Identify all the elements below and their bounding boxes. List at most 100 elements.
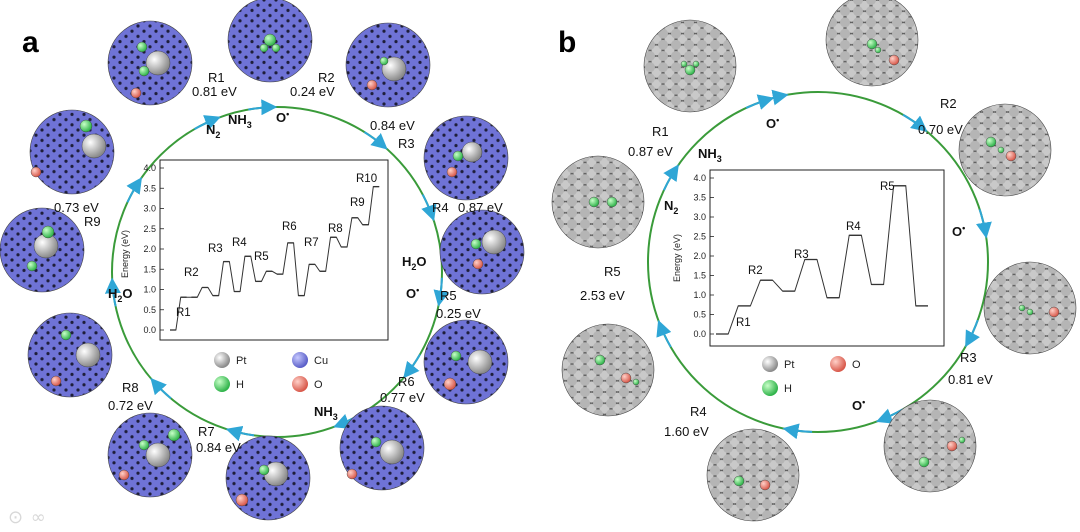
step-energy-a-r8: 0.72 eV	[108, 398, 153, 413]
chart-a-step-label-10: R10	[356, 173, 377, 185]
cycle-arrow-b-7	[656, 319, 672, 348]
chart-b-ytick-label-1: 0.5	[693, 310, 706, 320]
chart-a-ylabel: Energy (eV)	[120, 230, 130, 278]
panel-a: a R1 0.81 eV R2 0.24 eV 0.84 eV R3 R4 0.…	[0, 0, 525, 521]
step-energy-a-r2: 0.24 eV	[290, 84, 335, 99]
panel-b: b R1 0.87 eV R2 0.70 eV R3 0.81 eV R4 1.…	[551, 0, 1077, 522]
chart-a-ytick-label-4: 2.0	[143, 244, 156, 254]
structure-disc-b-7	[561, 323, 655, 417]
legend-a-o: O	[314, 379, 323, 391]
legend-a-pt-dot	[214, 352, 230, 368]
step-label-b-r1: R1	[652, 124, 669, 139]
mol-b-o-top: O•	[766, 115, 779, 131]
structure-disc-b-2	[825, 0, 919, 87]
mol-a-nh3-bottom: NH3	[314, 404, 338, 422]
chart-a-ytick-label-8: 4.0	[143, 163, 156, 173]
step-label-a-r2: R2	[318, 70, 335, 85]
step-energy-a-r3: 0.84 eV	[370, 118, 415, 133]
chart-b-profile	[716, 185, 928, 335]
structure-disc-a-1	[107, 20, 193, 106]
structure-discs-a	[0, 0, 525, 521]
chart-b-ytick-label-4: 2.0	[693, 251, 706, 261]
cycle-arrow-a-10	[126, 177, 142, 203]
chart-a-ytick-label-6: 3.0	[143, 204, 156, 214]
cycle-arrow-a-8	[150, 377, 172, 400]
cycle-arrow-b-9	[745, 94, 775, 110]
legend-b-h-dot	[762, 380, 778, 396]
step-energy-a-r9: 0.73 eV	[54, 200, 99, 215]
panel-b-letter: b	[558, 26, 576, 59]
legend-a-pt: Pt	[236, 355, 246, 367]
chart-a-ytick-label-2: 1.0	[143, 285, 156, 295]
step-energy-a-r4: 0.87 eV	[458, 200, 503, 215]
cycle-arrow-b-4	[965, 319, 980, 348]
structure-disc-a-12	[29, 109, 115, 195]
structure-disc-b-3	[958, 103, 1052, 197]
step-label-a-r4: R4	[432, 200, 449, 215]
chart-b-ytick-label-5: 2.5	[693, 232, 706, 242]
chart-b-ytick-label-8: 4.0	[693, 173, 706, 183]
chart-b-step-label-2: R2	[748, 265, 763, 277]
step-label-a-r8: R8	[122, 380, 139, 395]
step-label-a-r5: R5	[440, 288, 457, 303]
structure-disc-a-11	[0, 207, 85, 293]
legend-a-cu-dot	[292, 352, 308, 368]
cycle-arrow-b-6	[782, 423, 813, 440]
cycle-arrow-a-9	[104, 277, 121, 307]
step-energy-b-r3: 0.81 eV	[948, 372, 993, 387]
structure-disc-a-9	[107, 412, 193, 498]
chart-a-step-label-4: R4	[232, 237, 247, 249]
step-energy-b-r4: 1.60 eV	[664, 424, 709, 439]
mol-b-n2: N2	[664, 198, 678, 216]
chart-a-step-label-3: R3	[208, 243, 223, 255]
step-label-a-r3: R3	[398, 136, 415, 151]
chart-a-step-label-1: R1	[176, 307, 191, 319]
chart-a-step-label-7: R7	[304, 237, 319, 249]
legend-b-pt: Pt	[784, 359, 794, 371]
chart-a-step-label-2: R2	[184, 267, 199, 279]
step-label-b-r3: R3	[960, 350, 977, 365]
legend-b-o: O	[852, 359, 861, 371]
step-energy-b-r5: 2.53 eV	[580, 288, 625, 303]
legend-b-h: H	[784, 383, 792, 395]
mol-a-o-top: O•	[276, 109, 289, 125]
structure-discs-b	[551, 0, 1077, 522]
mol-a-nh3-top: NH3	[228, 112, 252, 130]
mol-a-n2: N2	[206, 122, 220, 140]
cycle-arrow-a-11	[194, 115, 221, 131]
step-energy-a-r7: 0.84 eV	[196, 440, 241, 455]
structure-disc-a-4	[423, 115, 509, 201]
chart-b-frame	[709, 169, 945, 347]
chart-b-step-label-4: R4	[846, 221, 861, 233]
chart-b-ytick-label-3: 1.5	[693, 271, 706, 281]
structure-disc-a-2	[227, 0, 313, 83]
structure-disc-b-5	[883, 399, 977, 493]
chart-a-ytick-label-7: 3.5	[143, 183, 156, 193]
legend-a-h: H	[236, 379, 244, 391]
chart-b-ytick-label-2: 1.0	[693, 290, 706, 300]
chart-a-ytick-label-5: 2.5	[143, 224, 156, 234]
structure-disc-a-10	[27, 312, 113, 398]
step-energy-a-r1: 0.81 eV	[192, 84, 237, 99]
chart-b-ytick-label-0: 0.0	[693, 329, 706, 339]
chart-a-frame	[159, 159, 389, 341]
step-label-a-r7: R7	[198, 424, 215, 439]
step-energy-b-r2: 0.70 eV	[918, 122, 963, 137]
chart-b-step-label-5: R5	[880, 181, 895, 193]
structure-disc-a-8	[225, 435, 311, 521]
structure-disc-a-3	[345, 22, 431, 108]
cycle-arrow-a-5	[403, 353, 421, 379]
watermark-logo: ⊙ ∞	[8, 507, 47, 528]
cycle-arrow-b-3	[976, 209, 992, 239]
step-energy-a-r6: 0.77 eV	[380, 390, 425, 405]
chart-a-ytick-label-3: 1.5	[143, 264, 156, 274]
structure-disc-b-8	[551, 155, 645, 249]
structure-disc-b-4	[983, 261, 1077, 355]
chart-a-step-label-9: R9	[350, 197, 365, 209]
cycle-arrow-b-2	[902, 113, 928, 132]
legend-b-o-dot	[830, 356, 846, 372]
step-label-a-r6: R6	[398, 374, 415, 389]
cycle-arrow-b-8	[663, 164, 679, 191]
